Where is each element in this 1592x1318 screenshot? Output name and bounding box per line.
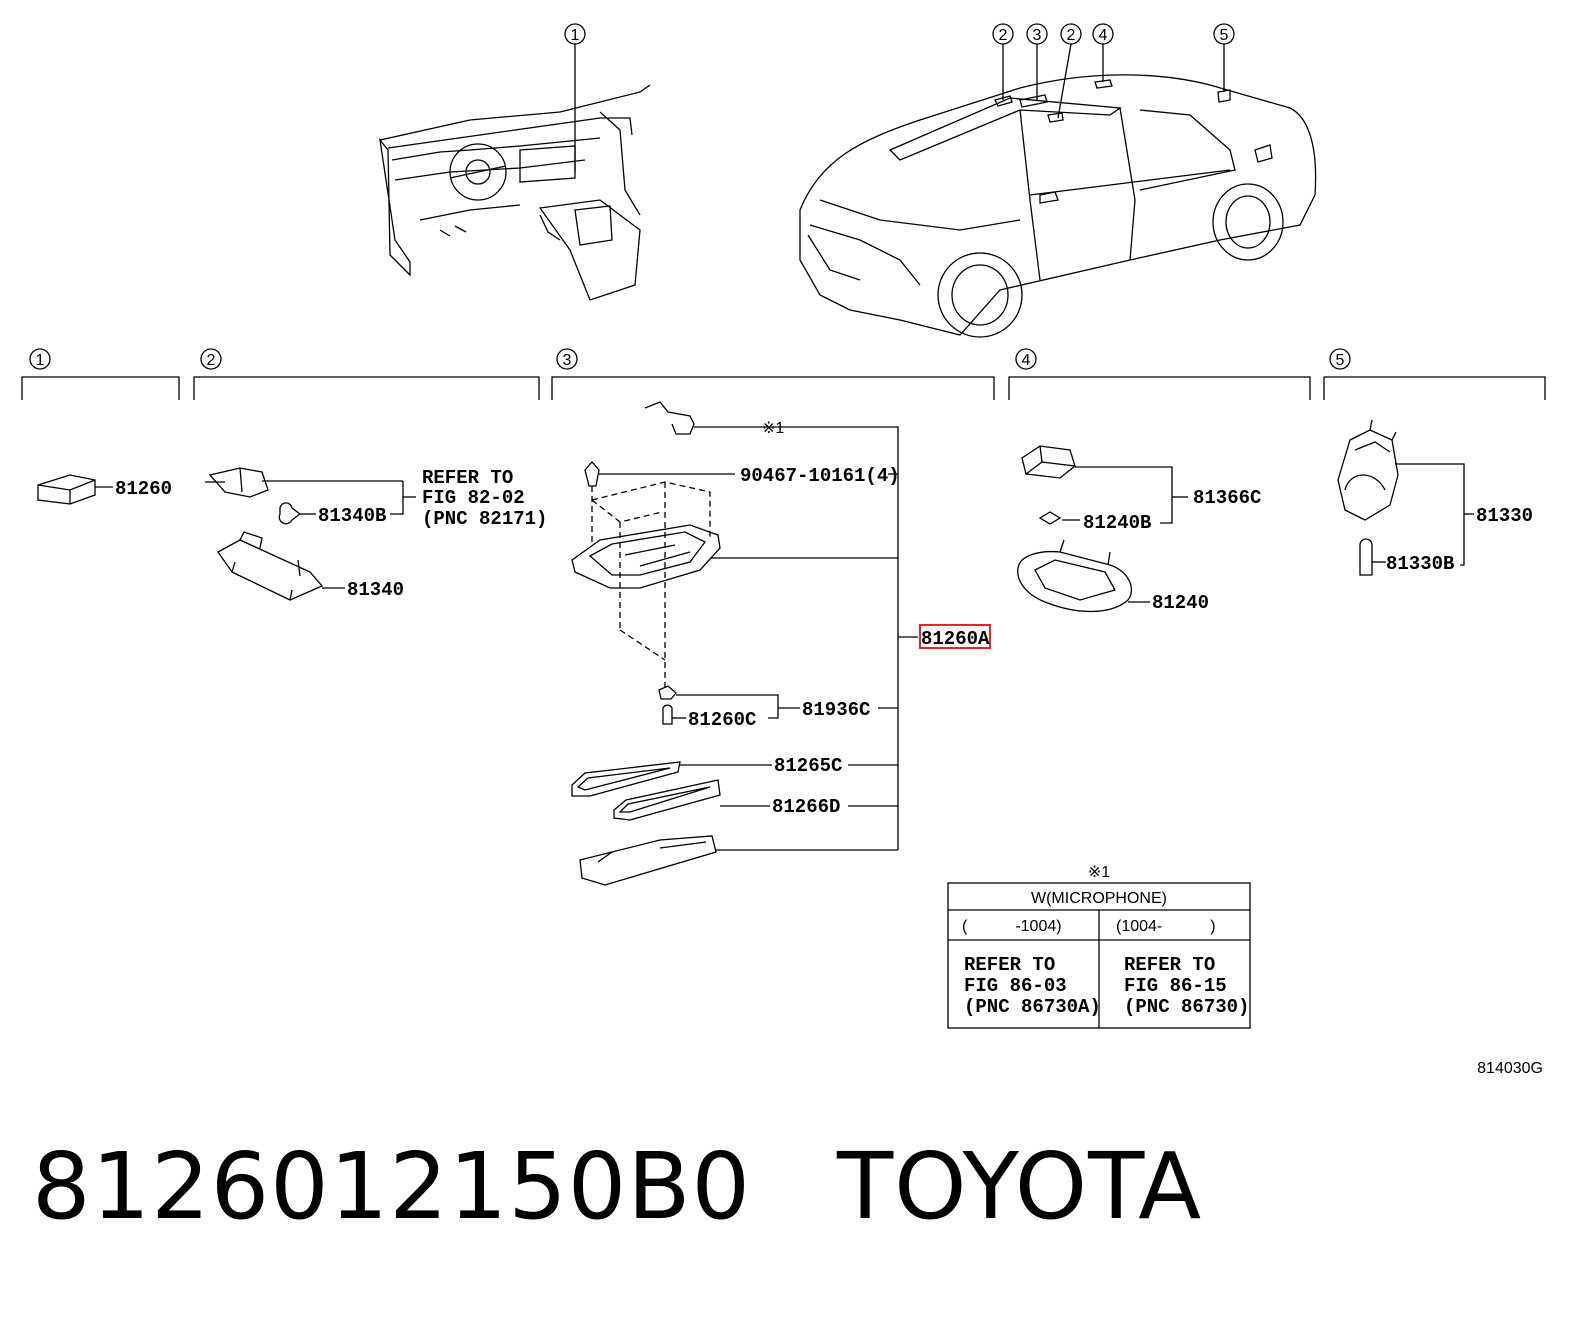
part-label-81936C[interactable]: 81936C: [802, 699, 870, 721]
part-label-81366C[interactable]: 81366C: [1193, 487, 1261, 509]
callout-5-number: 5: [1220, 27, 1229, 44]
footer-brand: TOYOTA: [836, 1133, 1203, 1240]
section-5-number: 5: [1336, 352, 1345, 369]
footer-part-number: 8126012150B0: [32, 1133, 751, 1240]
part-label-81265C[interactable]: 81265C: [774, 755, 842, 777]
note-table-col2-range: (1004- ): [1116, 918, 1216, 935]
dashboard-illustration: [378, 84, 651, 301]
car-illustration: [799, 74, 1317, 338]
note-table-col2-line3: (PNC 86730): [1124, 996, 1249, 1018]
top-callouts: [992, 23, 1235, 119]
callout-1-top-number: 1: [571, 27, 580, 44]
section-3-parts: [571, 401, 918, 886]
section-4-parts: [1017, 445, 1188, 613]
part-label-81340[interactable]: 81340: [347, 579, 404, 601]
part-label-81240[interactable]: 81240: [1152, 592, 1209, 614]
note-table-col1-line1: REFER TO: [964, 954, 1055, 976]
part-label-90467-10161[interactable]: 90467-10161(4): [740, 465, 900, 487]
section-4-number: 4: [1022, 352, 1031, 369]
callout-3-number: 3: [1033, 27, 1042, 44]
part-label-81266D[interactable]: 81266D: [772, 796, 840, 818]
part-label-81260A[interactable]: 81260A: [921, 628, 990, 650]
section-brackets: [21, 348, 1546, 400]
callout-1-top: [564, 23, 586, 172]
note-table-col2-line1: REFER TO: [1124, 954, 1215, 976]
callout-2a-number: 2: [999, 27, 1008, 44]
part-label-81340B[interactable]: 81340B: [318, 505, 386, 527]
note-table-col1-range: ( -1004): [962, 918, 1062, 935]
part-label-81240B[interactable]: 81240B: [1083, 512, 1151, 534]
callout-4-number: 4: [1099, 27, 1108, 44]
note-table-col1-line3: (PNC 86730A): [964, 996, 1101, 1018]
footer-caption: 8126012150B0 TOYOTA: [32, 1132, 1202, 1242]
callout-2b-number: 2: [1067, 27, 1076, 44]
refer-text-line1: REFER TO: [422, 467, 513, 489]
note-table: [947, 882, 1251, 1029]
section-3-number: 3: [563, 352, 572, 369]
section-2-number: 2: [207, 352, 216, 369]
section-2-parts: [205, 467, 416, 601]
section-1-number: 1: [36, 352, 45, 369]
note-table-col1-line2: FIG 86-03: [964, 975, 1067, 997]
note-mark-1: ※1: [762, 420, 784, 437]
part-label-81260C[interactable]: 81260C: [688, 709, 756, 731]
part-label-81330[interactable]: 81330: [1476, 505, 1533, 527]
highlight-box: [919, 624, 991, 649]
section-5-parts: [1337, 419, 1474, 576]
refer-text-line2: FIG 82-02: [422, 487, 525, 509]
part-label-81260[interactable]: 81260: [115, 478, 172, 500]
figure-code: 814030G: [1477, 1060, 1543, 1077]
part-label-81330B[interactable]: 81330B: [1386, 553, 1454, 575]
note-table-header: W(MICROPHONE): [1031, 890, 1167, 907]
section-1-parts: [37, 474, 113, 505]
refer-text-line3: (PNC 82171): [422, 508, 547, 530]
note-table-mark: ※1: [1088, 864, 1110, 881]
note-table-col2-line2: FIG 86-15: [1124, 975, 1227, 997]
